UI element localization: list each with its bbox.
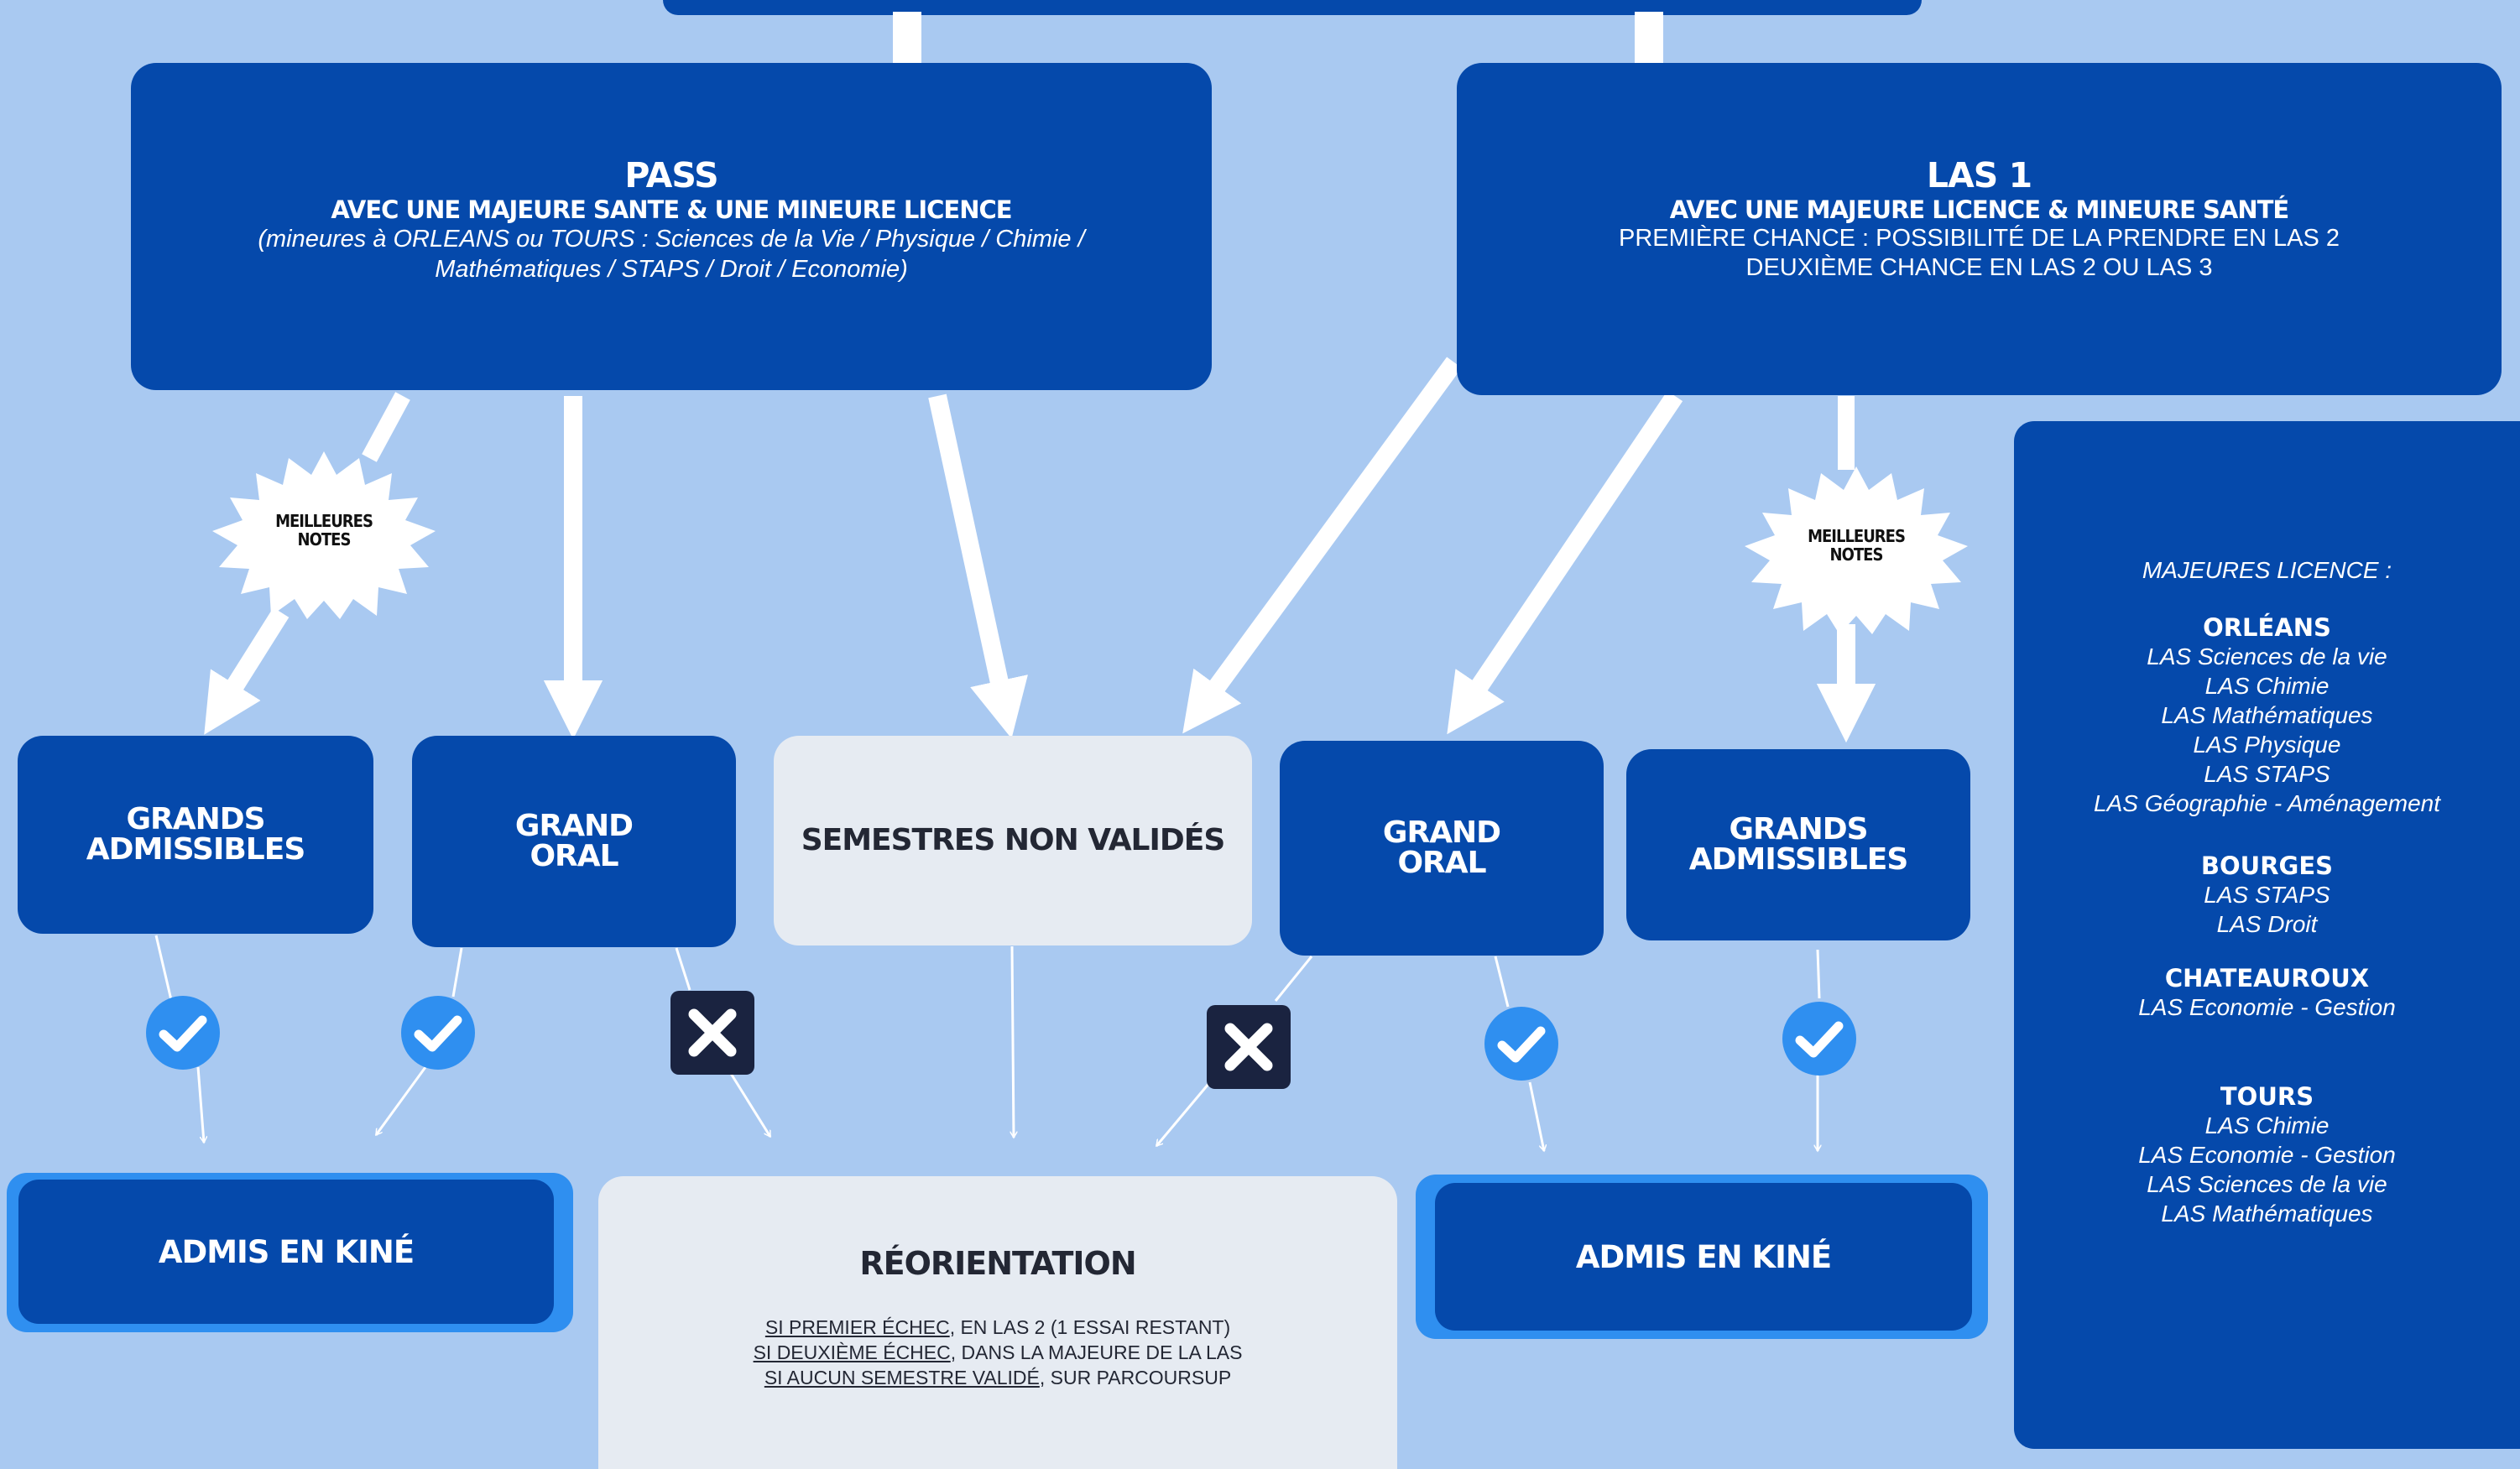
reorientation-row-1: SI PREMIER ÉCHEC, EN LAS 2 (1 ESSAI REST…: [764, 1316, 1231, 1338]
list-item: LAS Géographie - Aménagement: [2094, 790, 2440, 816]
las1-title: LAS 1: [1926, 155, 2032, 195]
group-city: CHATEAUROUX: [2164, 964, 2370, 992]
arrow-pass-to-badge: [362, 392, 410, 462]
check-circle-icon: [401, 996, 475, 1070]
arrow-las-to-semestres: [1182, 357, 1462, 734]
line-ga-left-to-admis: [154, 935, 204, 1143]
grand-oral-right: GRAND ORAL: [1280, 741, 1604, 956]
reorientation-title: RÉORIENTATION: [859, 1245, 1136, 1282]
pass-subtitle: AVEC UNE MAJEURE SANTE & UNE MINEURE LIC…: [331, 195, 1012, 224]
group-bourges: BOURGES LAS STAPS LAS Droit: [2014, 852, 2520, 939]
group-chateauroux: CHATEAUROUX LAS Economie - Gestion: [2014, 964, 2520, 1022]
las1-line-1: PREMIÈRE CHANCE : POSSIBILITÉ DE LA PREN…: [1619, 225, 2340, 252]
line-ga-right-to-admis: [1818, 949, 1819, 1151]
las1-box: LAS 1 AVEC UNE MAJEURE LICENCE & MINEURE…: [1457, 63, 2502, 395]
semestres-non-valides: SEMESTRES NON VALIDÉS: [774, 736, 1252, 945]
starburst-badge-icon: [212, 451, 436, 619]
line-go-right-to-reorientation: [1156, 956, 1313, 1146]
majeures-licence-panel: MAJEURES LICENCE : ORLÉANS LAS Sciences …: [2014, 421, 2520, 1449]
top-box-edge: [663, 0, 1922, 15]
list-item: LAS Mathématiques: [2161, 1201, 2373, 1227]
list-item: LAS Droit: [2216, 911, 2318, 937]
badge-meilleures-notes-left: MEILLEURES NOTES: [275, 511, 373, 550]
admis-en-kine-right: ADMIS EN KINÉ: [1435, 1183, 1972, 1331]
line-go-left-to-admis: [376, 947, 463, 1135]
line-go-right-to-admis: [1494, 956, 1544, 1151]
cross-square-icon: [1207, 1005, 1291, 1089]
cross-square-icon: [670, 991, 754, 1075]
grands-admissibles-right: GRANDS ADMISSIBLES: [1626, 749, 1970, 940]
list-item: LAS Sciences de la vie: [2147, 1171, 2387, 1197]
check-circle-icon: [1484, 1007, 1558, 1081]
list-item: LAS Mathématiques: [2161, 702, 2373, 728]
reorientation-row-2: SI DEUXIÈME ÉCHEC, DANS LA MAJEURE DE LA…: [753, 1341, 1243, 1363]
group-tours: TOURS LAS Chimie LAS Economie - Gestion …: [2014, 1082, 2520, 1228]
grand-oral-left: GRAND ORAL: [412, 736, 736, 947]
reorientation-details: SI PREMIER ÉCHEC, EN LAS 2 (1 ESSAI REST…: [598, 1315, 1397, 1390]
pass-details: (mineures à ORLEANS ou TOURS : Sciences …: [258, 226, 1085, 283]
list-item: LAS STAPS: [2204, 761, 2330, 787]
las1-subtitle: AVEC UNE MAJEURE LICENCE & MINEURE SANTÉ: [1669, 195, 2289, 224]
badge-meilleures-notes-right: MEILLEURES NOTES: [1808, 526, 1906, 565]
grands-admissibles-left: GRANDS ADMISSIBLES: [18, 736, 373, 934]
arrow-badge-to-grands-admissibles: [204, 607, 290, 735]
majeures-header: MAJEURES LICENCE :: [2142, 557, 2392, 583]
reorientation-row-3: SI AUCUN SEMESTRE VALIDÉ, SUR PARCOURSUP: [764, 1367, 1232, 1388]
list-item: LAS STAPS: [2204, 882, 2330, 908]
line-semestres-to-reorientation: [1012, 945, 1014, 1138]
list-item: LAS Economie - Gestion: [2138, 994, 2396, 1020]
group-orleans: ORLÉANS LAS Sciences de la vie LAS Chimi…: [2014, 613, 2520, 818]
reorientation-box: RÉORIENTATION SI PREMIER ÉCHEC, EN LAS 2…: [598, 1176, 1397, 1469]
starburst-badge-icon: [1745, 466, 1968, 634]
pass-box: PASS AVEC UNE MAJEURE SANTE & UNE MINEUR…: [131, 63, 1212, 390]
list-item: LAS Physique: [2193, 732, 2341, 758]
list-item: LAS Sciences de la vie: [2147, 643, 2387, 669]
list-item: LAS Chimie: [2204, 673, 2330, 699]
group-city: BOURGES: [2200, 852, 2334, 880]
line-go-left-to-reorientation: [675, 947, 770, 1137]
arrow-pass-to-semestres: [928, 393, 1028, 739]
check-circle-icon: [1782, 1002, 1856, 1076]
pass-title: PASS: [624, 155, 718, 195]
group-city: ORLÉANS: [2203, 613, 2331, 642]
list-item: LAS Economie - Gestion: [2138, 1142, 2396, 1168]
las1-line-2: DEUXIÈME CHANCE EN LAS 2 OU LAS 3: [1745, 254, 2213, 281]
group-city: TOURS: [2220, 1082, 2314, 1111]
admis-en-kine-left: ADMIS EN KINÉ: [18, 1180, 554, 1324]
list-item: LAS Chimie: [2204, 1112, 2330, 1138]
arrow-las-to-grand-oral: [1447, 390, 1683, 735]
check-circle-icon: [146, 996, 220, 1070]
